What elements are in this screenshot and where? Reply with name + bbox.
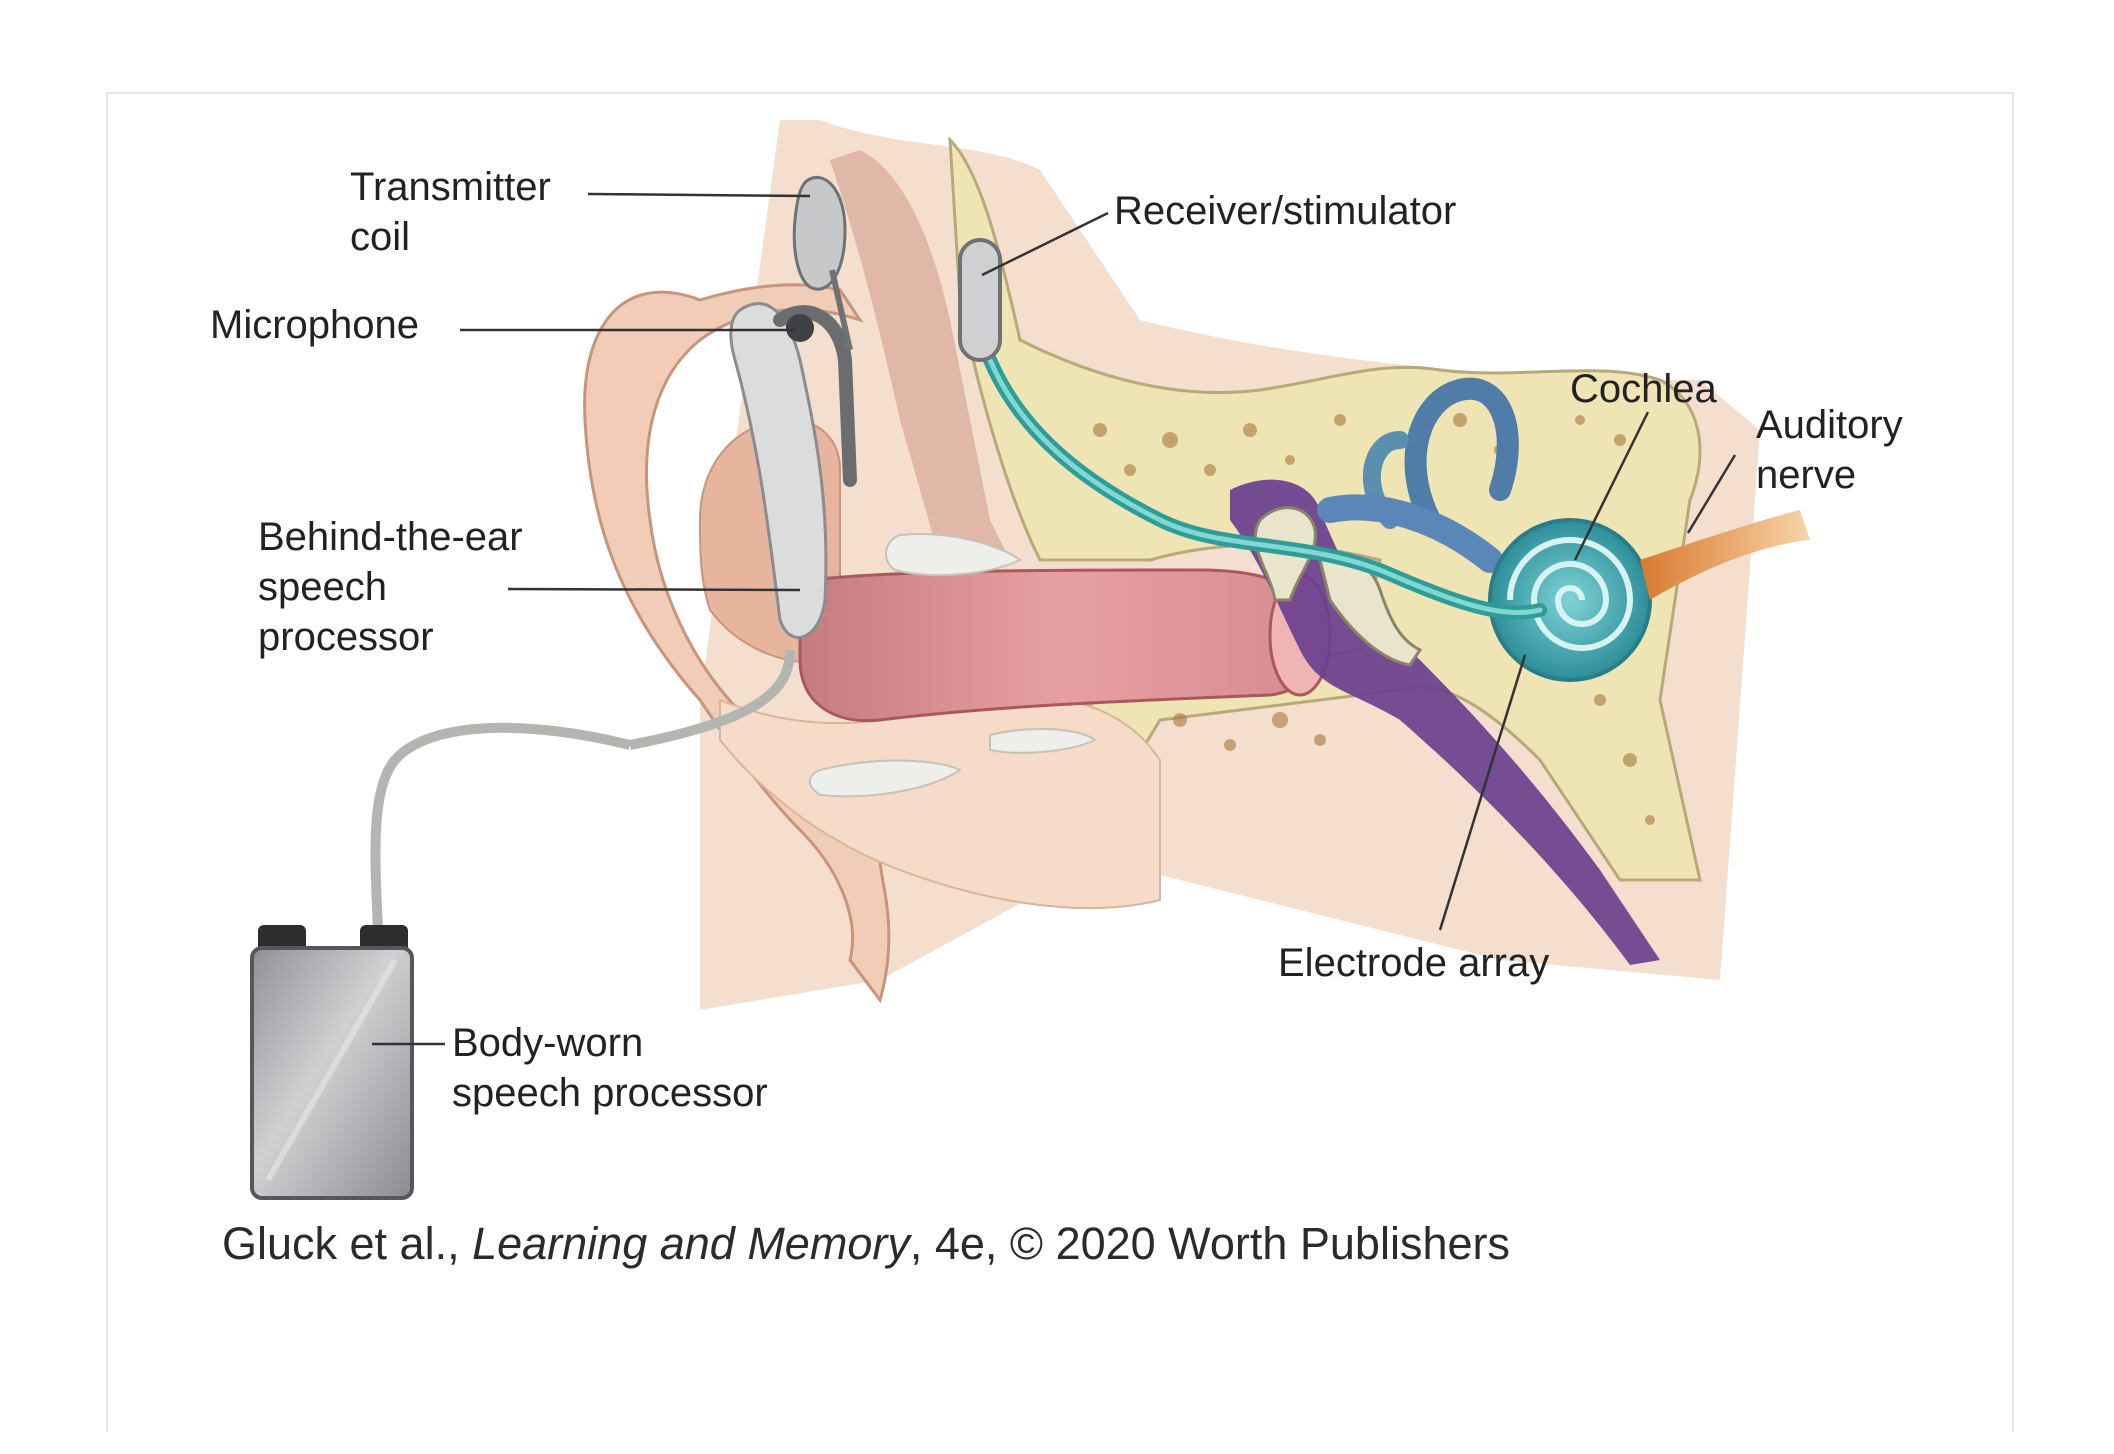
figure-frame (106, 92, 2014, 1432)
cartilage-lower-2 (989, 728, 1097, 754)
btl-hook (773, 305, 857, 487)
cochlea (1488, 518, 1652, 682)
muscle-tissue (830, 150, 1010, 560)
label-cochlea: Cochlea (1570, 367, 1717, 411)
receiver-stimulator (958, 238, 1002, 362)
leader-nerve (1686, 454, 1737, 534)
figure-credit: Gluck et al., Learning and Memory, 4e, ©… (222, 1218, 1510, 1270)
leader-transmitter (587, 192, 811, 198)
leader-receiver (981, 211, 1109, 277)
leader-electrode (1438, 654, 1527, 931)
label-transmitter-coil: Transmitter coil (350, 165, 551, 259)
label-behind-the-ear: Behind-the-ear speech processor (258, 515, 523, 659)
microphone-port (786, 314, 814, 342)
auditory-nerve (1640, 510, 1810, 600)
label-electrode-array: Electrode array (1278, 941, 1550, 985)
transmitter-coil (792, 176, 847, 291)
behind-the-ear-processor (729, 302, 828, 639)
credit-title: Learning and Memory (472, 1218, 910, 1269)
cartilage-lower (808, 759, 962, 798)
label-auditory-nerve: Auditory nerve (1756, 403, 1903, 497)
cartilage-upper (885, 533, 1022, 577)
bone-texture (1093, 413, 1655, 825)
label-body-worn: Body-worn speech processor (452, 1021, 768, 1115)
processor-cable (370, 722, 632, 931)
inner-ear (1317, 377, 1519, 573)
leader-lines (372, 192, 1737, 1046)
leader-behind-ear (507, 587, 801, 592)
credit-rest: , 4e, © 2020 Worth Publishers (909, 1218, 1510, 1269)
credit-authors: Gluck et al., (222, 1218, 473, 1269)
label-receiver-stimulator: Receiver/stimulator (1114, 189, 1457, 233)
leader-cochlea (1573, 411, 1650, 561)
ear-canal (798, 568, 1325, 723)
body-worn-processor (250, 925, 414, 1200)
label-microphone: Microphone (210, 303, 420, 347)
